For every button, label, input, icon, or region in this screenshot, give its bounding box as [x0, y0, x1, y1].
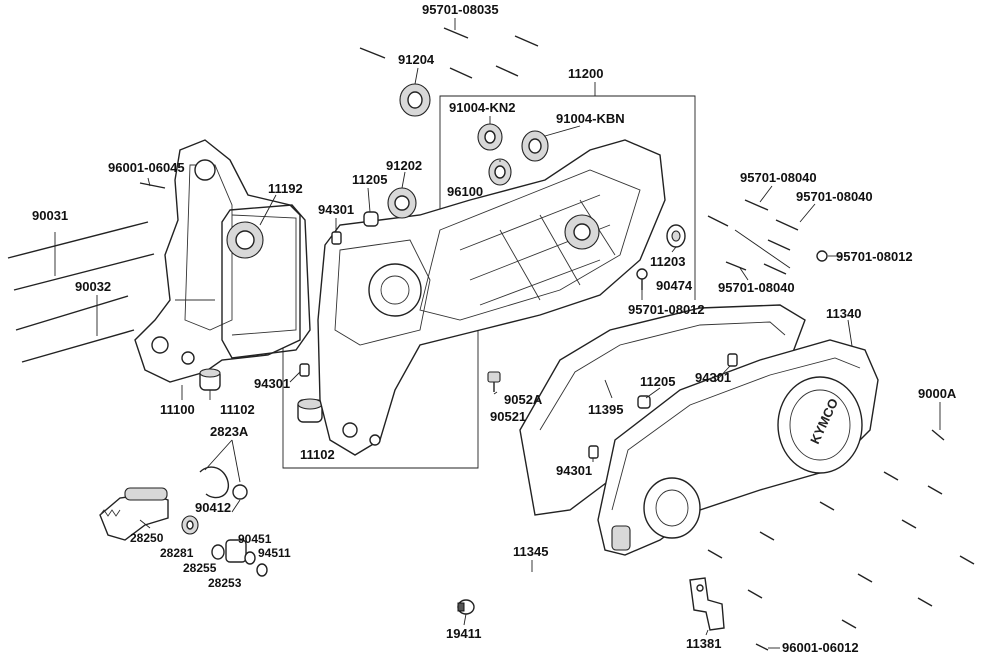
label-95701-08040-c: 95701-08040 [718, 280, 795, 295]
dowel-11102-left [199, 368, 221, 391]
bushing-11205-lower [637, 395, 651, 409]
label-28250: 28250 [130, 531, 164, 545]
label-95701-08012-b: 95701-08012 [628, 302, 705, 317]
label-11100: 11100 [160, 402, 195, 417]
bearing-91004-kbn [521, 130, 549, 162]
label-11345: 11345 [513, 544, 548, 559]
group-bracket-2823a [204, 439, 241, 483]
label-95701-08040-b: 95701-08040 [796, 189, 873, 204]
label-96001-06045: 96001-06045 [108, 160, 185, 175]
lead-11100 [181, 385, 211, 400]
bracket-11381 [689, 577, 725, 631]
label-11102-left: 11102 [220, 402, 255, 417]
bolts-cover-perimeter [707, 429, 975, 651]
label-90032: 90032 [75, 279, 111, 294]
label-90521: 90521 [490, 409, 526, 424]
label-94301-right: 94301 [695, 370, 731, 385]
kick-gear-28250 [99, 487, 169, 541]
pin-94301-a [331, 231, 342, 245]
label-19411: 19411 [446, 626, 481, 641]
label-91004-kn2: 91004-KN2 [449, 100, 516, 115]
label-28255: 28255 [183, 561, 217, 575]
group-bracket-11102 [282, 300, 479, 469]
label-91204: 91204 [398, 52, 435, 67]
label-9052a: 9052A [504, 392, 543, 407]
label-95701-08035: 95701-08035 [422, 2, 499, 17]
group-bracket-11200 [439, 82, 696, 300]
label-11200: 11200 [568, 66, 603, 81]
label-94301-lower: 94301 [556, 463, 592, 478]
label-90031: 90031 [32, 208, 68, 223]
label-11205-lower: 11205 [640, 374, 675, 389]
kick-spring-2823a [199, 466, 248, 500]
label-11340: 11340 [826, 306, 861, 321]
washer-90451 [244, 551, 256, 565]
label-91202: 91202 [386, 158, 422, 173]
left-crankcase [134, 139, 301, 383]
stud-bolts-90031 [7, 221, 155, 291]
label-11102-mid: 11102 [300, 447, 335, 462]
label-95701-08012-a: 95701-08012 [836, 249, 913, 264]
label-94301-left: 94301 [254, 376, 290, 391]
bushing-28253 [225, 539, 247, 563]
label-95701-08040-a: 95701-08040 [740, 170, 817, 185]
gasket-11192 [221, 204, 311, 359]
part-labels: 95701-08035 91204 11200 91004-KN2 91004-… [32, 2, 957, 655]
pin-94301-b [299, 363, 310, 377]
stud-bolts-90032 [15, 295, 135, 363]
label-96100: 96100 [447, 184, 483, 199]
label-28253: 28253 [208, 576, 242, 590]
ring-28255 [211, 544, 225, 560]
bushing-11205-upper [363, 211, 379, 227]
main-crankcase [317, 139, 666, 456]
label-11395: 11395 [588, 402, 623, 417]
label-94511: 94511 [258, 546, 291, 560]
label-90412: 90412 [195, 500, 231, 515]
label-11203: 11203 [650, 254, 685, 269]
label-11205-upper: 11205 [352, 172, 387, 187]
label-94301-upper: 94301 [318, 202, 354, 217]
clip-94511 [256, 563, 268, 577]
bearing-91004-kn2 [477, 123, 503, 151]
bolt-90474 [636, 268, 648, 290]
label-11381: 11381 [686, 636, 721, 651]
label-28281: 28281 [160, 546, 194, 560]
bearing-96100 [488, 158, 512, 186]
bolt-9052a [487, 371, 501, 392]
label-9000a: 9000A [918, 386, 957, 401]
dowel-11102-mid [297, 398, 323, 423]
bearing-91202 [387, 187, 417, 219]
label-90474: 90474 [656, 278, 693, 293]
bearing-91204 [399, 83, 431, 117]
breather-hose-11345 [475, 560, 578, 608]
label-2823a: 2823A [210, 424, 249, 439]
washer-28281 [181, 515, 199, 535]
hose-clamp-19411 [457, 599, 475, 615]
leader-lines [139, 18, 941, 649]
label-91004-kbn: 91004-KBN [556, 111, 625, 126]
pin-94301-d [588, 445, 599, 459]
seal-11203 [666, 224, 686, 248]
label-11192: 11192 [268, 181, 303, 196]
label-96001-06012: 96001-06012 [782, 640, 859, 655]
label-90451: 90451 [238, 532, 272, 546]
pin-94301-c [727, 353, 738, 367]
bolts-right [707, 199, 828, 275]
transmission-cover: KYMCO [597, 339, 879, 556]
bolts-top [139, 27, 539, 189]
